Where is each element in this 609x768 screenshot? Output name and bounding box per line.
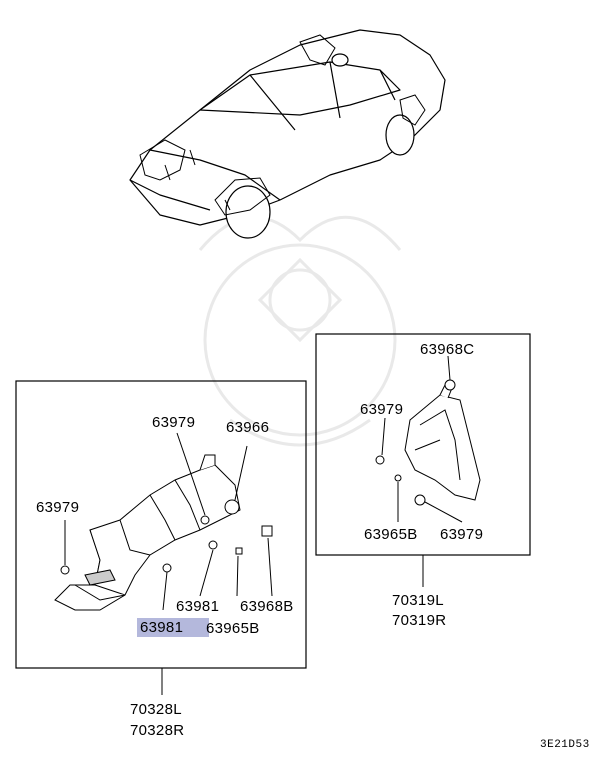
part-label-63966: 63966 [226, 419, 270, 436]
left-assembly-frame [15, 380, 307, 669]
part-label-63981-a: 63981 [176, 598, 220, 615]
fender-liner-left [54, 454, 241, 611]
assembly-label-70319R: 70319R [392, 612, 447, 629]
leader-lines-right [381, 355, 463, 523]
part-label-63968B: 63968B [240, 598, 294, 615]
leader-lines-left [64, 432, 273, 611]
part-label-63965B: 63965B [206, 620, 260, 637]
car-fender-parts [139, 34, 426, 216]
part-label-63979-r2: 63979 [440, 526, 484, 543]
part-label-63979-left: 63979 [36, 499, 80, 516]
splash-shield-right [404, 384, 481, 501]
part-label-63968C: 63968C [420, 341, 475, 358]
part-label-63981-highlighted: 63981 [137, 618, 209, 637]
assembly-label-70319L: 70319L [392, 592, 444, 609]
fasteners-left [60, 499, 273, 575]
assembly-label-70328L: 70328L [130, 701, 182, 718]
assembly-label-70328R: 70328R [130, 722, 185, 739]
part-label-63965B-r: 63965B [364, 526, 418, 543]
fasteners-right [375, 379, 456, 506]
watermark-crest [198, 215, 402, 447]
car-illustration [129, 29, 446, 239]
diagram-code: 3E21D53 [540, 739, 590, 751]
part-label-63979-r1: 63979 [360, 401, 404, 418]
part-label-63979-top: 63979 [152, 414, 196, 431]
